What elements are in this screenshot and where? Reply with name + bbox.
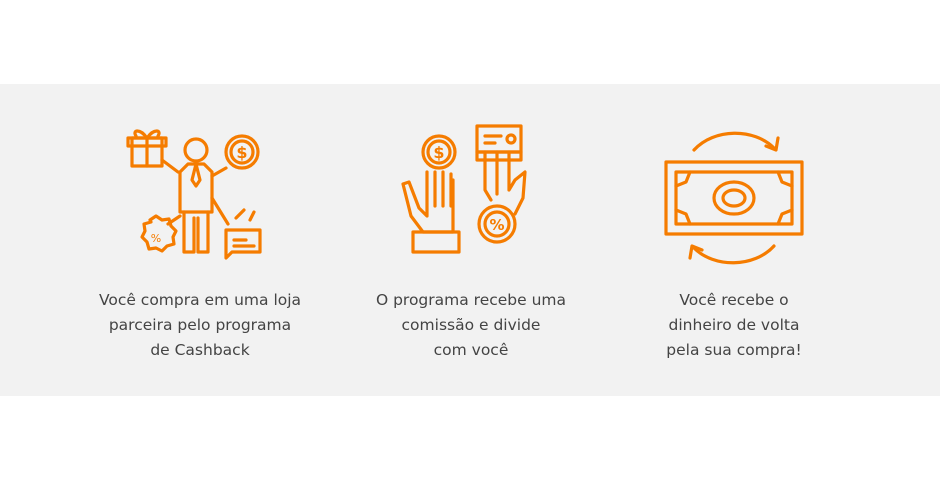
- step-caption: Você compra em uma loja parceira pelo pr…: [70, 288, 330, 363]
- caption-line: dinheiro de volta: [668, 316, 800, 334]
- svg-text:$: $: [236, 143, 247, 162]
- step-buy-at-partner: $ % Você compra em uma loja parceira pel…: [70, 84, 330, 396]
- how-it-works-section: $ % Você compra em uma loja parceira pel…: [0, 84, 940, 396]
- banknote-cycle-icon: [654, 120, 814, 270]
- step-caption: Você recebe o dinheiro de volta pela sua…: [604, 288, 864, 363]
- caption-line: O programa recebe uma: [375, 291, 567, 309]
- caption-line: Você recebe o: [679, 291, 789, 309]
- caption-line: Você compra em uma loja: [98, 291, 302, 309]
- caption-line: de Cashback: [150, 341, 250, 359]
- shopper-gift-coin-icon: $ %: [120, 120, 280, 270]
- coin-exchange-hands-icon: $ %: [391, 120, 551, 270]
- caption-line: pela sua compra!: [666, 341, 802, 359]
- step-caption: O programa recebe uma comissão e divide …: [341, 288, 601, 363]
- caption-line: parceira pelo programa: [108, 316, 292, 334]
- svg-text:%: %: [489, 216, 504, 234]
- step-get-money-back: Você recebe o dinheiro de volta pela sua…: [604, 84, 864, 396]
- caption-line: comissão e divide: [401, 316, 541, 334]
- svg-text:%: %: [151, 232, 161, 245]
- step-program-commission: $ % O programa recebe uma comissão e div…: [341, 84, 601, 396]
- caption-line: com você: [433, 341, 509, 359]
- svg-text:$: $: [433, 143, 444, 162]
